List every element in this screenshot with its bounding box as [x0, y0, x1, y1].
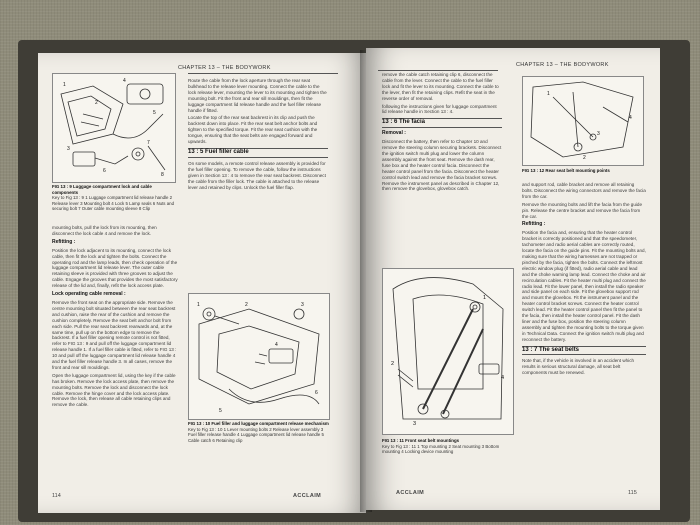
fig2-label-2: 2	[245, 302, 248, 308]
figure-13-9-title: FIG 13 : 9 Luggage compartment lock and …	[52, 184, 152, 195]
figure-13-9: 1 2 3 4 5 6 7 8	[52, 73, 176, 183]
right-top-text-ref: following the instructions given for lug…	[382, 103, 497, 115]
left-page-number: 114	[52, 493, 61, 499]
fig2-label-3: 3	[301, 302, 304, 308]
figure-13-12-drawing: 1 2 3 4	[530, 81, 634, 161]
fig2-label-6: 6	[315, 390, 318, 396]
figure-13-9-drawing: 1 2 3 4 5 6 7 8	[60, 78, 166, 178]
right-top-text: remove the cable catch retaining clip 6,…	[382, 72, 499, 101]
figure-13-10-key: Key to Fig 13 : 10 1 Lever mounting bolt…	[188, 426, 324, 443]
section-13-6-title: 13 : 6 The facia	[382, 118, 502, 129]
left-page-right-column: Route the cable from the lock aperture t…	[188, 78, 328, 192]
figure-13-10-caption: FIG 13 : 10 Fuel filler and luggage comp…	[188, 421, 330, 443]
fig1-label-8: 8	[161, 172, 164, 178]
left-page-header: CHAPTER 13 – THE BODYWORK	[178, 65, 271, 71]
figure-13-10-drawing: 1 2 3 4 5 6	[197, 302, 320, 414]
figure-13-11-key: Key to Fig 13 : 11 1 Top mounting 2 Seat…	[382, 443, 500, 455]
section-13-5-text: On some models, a remote control release…	[188, 160, 326, 190]
section-13-5-title: 13 : 5 Fuel filler cable	[188, 147, 328, 158]
right-refitting-text: Position the facia and, ensuring that th…	[522, 230, 646, 342]
fig4-label-1: 1	[483, 295, 486, 301]
fig3-label-3: 3	[597, 131, 600, 137]
fig1-label-2: 2	[95, 100, 98, 106]
fig2-label-1: 1	[197, 302, 200, 308]
open-lid-text: Open the luggage compartment lid, using …	[52, 372, 176, 408]
figure-13-12-caption: FIG 13 : 12 Rear seat belt mounting poin…	[522, 168, 642, 174]
fig1-label-6: 6	[103, 168, 106, 174]
figure-13-12-title: FIG 13 : 12 Rear seat belt mounting poin…	[522, 168, 610, 173]
col-b-text-2: Locate the top of the rear seat backrest…	[188, 115, 318, 145]
left-page: CHAPTER 13 – THE BODYWORK	[38, 53, 366, 513]
right-page-number: 115	[628, 490, 637, 496]
right-refitting-heading: Refitting :	[522, 221, 546, 228]
fig1-label-5: 5	[153, 110, 156, 116]
figure-13-9-caption: FIG 13 : 9 Luggage compartment lock and …	[52, 184, 176, 212]
left-footer-brand: ACCLAIM	[293, 493, 322, 499]
fig2-label-5: 5	[219, 408, 222, 414]
left-column-text: mounting bolts, pull the lock from its m…	[52, 225, 178, 410]
section-13-7-title: 13 : 7 The seat belts	[522, 345, 646, 356]
removal-heading: Removal :	[382, 130, 406, 137]
figure-13-10-title: FIG 13 : 10 Fuel filler and luggage comp…	[188, 421, 329, 426]
left-col-continuation: mounting bolts, pull the lock from its m…	[52, 225, 157, 236]
figure-13-9-key: Key to Fig 13 : 9 1 Luggage compartment …	[52, 195, 175, 211]
col-b-text-1: Route the cable from the lock aperture t…	[188, 78, 327, 113]
lock-cable-text: Remove the front seat on the appropriate…	[52, 299, 177, 370]
figure-13-11-caption: FIG 13 : 11 Front seat belt mountings Ke…	[382, 438, 516, 455]
right-page-left-column: remove the cable catch retaining clip 6,…	[382, 72, 502, 194]
fig1-label-3: 3	[67, 146, 70, 152]
refitting-heading: Refitting :	[52, 238, 76, 245]
fig1-label-7: 7	[147, 140, 150, 146]
lock-cable-heading: Lock operating cable removal :	[52, 291, 126, 298]
right-header-rule	[378, 70, 498, 71]
removal-text: Disconnect the battery, then refer to Ch…	[382, 139, 502, 192]
figure-13-11-drawing: 1 2 3 4	[391, 277, 504, 427]
right-page-header: CHAPTER 13 – THE BODYWORK	[516, 62, 609, 68]
fig1-label-4: 4	[123, 78, 126, 84]
fig3-label-1: 1	[547, 91, 550, 97]
refitting-text: Position the lock adjacent to its mounti…	[52, 247, 178, 289]
figure-13-10: 1 2 3 4 5 6	[188, 293, 330, 420]
fig4-label-2: 2	[391, 361, 394, 367]
figure-13-11-title: FIG 13 : 11 Front seat belt mountings	[382, 438, 460, 443]
fig2-label-4: 4	[275, 342, 278, 348]
fig1-label-1: 1	[63, 82, 66, 88]
right-col-text-1: and support rod, cable bracket and remov…	[522, 182, 646, 199]
right-page: CHAPTER 13 – THE BODYWORK remove the cab…	[366, 48, 660, 510]
figure-13-11: 1 2 3 4	[382, 268, 514, 435]
fig4-label-4: 4	[501, 375, 504, 381]
fig3-label-4: 4	[629, 115, 632, 121]
fig3-label-2: 2	[583, 155, 586, 161]
figure-13-12: 1 2 3 4	[522, 76, 644, 166]
seat-belts-text: Note that, if the vehicle is involved in…	[522, 358, 635, 376]
fig4-label-3: 3	[413, 421, 416, 427]
right-page-right-column: and support rod, cable bracket and remov…	[522, 182, 646, 378]
right-footer-brand: ACCLAIM	[396, 490, 425, 496]
left-header-rule	[188, 73, 338, 74]
right-col-text-2: Remove the mounting bolts and lift the f…	[522, 201, 643, 219]
